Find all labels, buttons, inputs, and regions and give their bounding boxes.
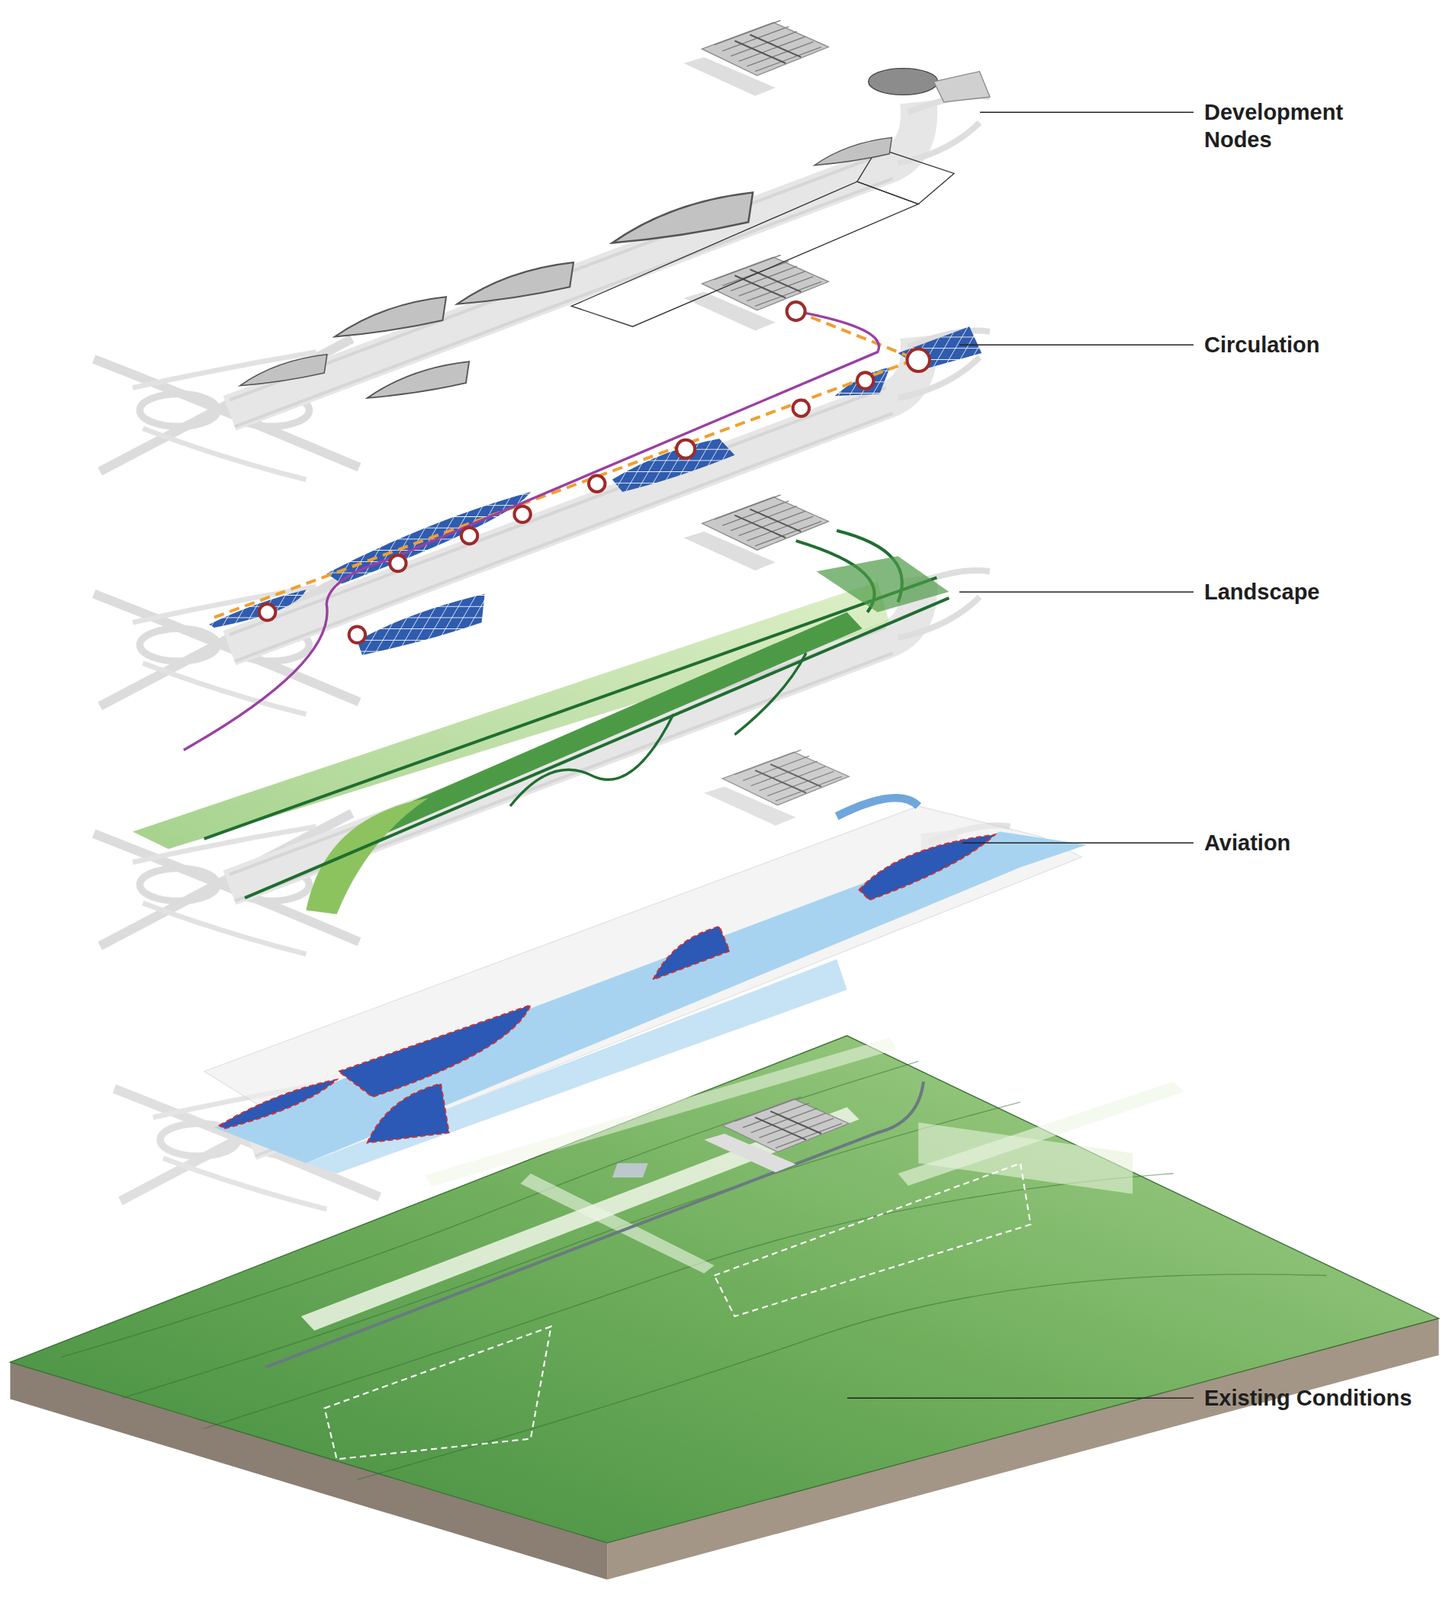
leader-line — [847, 1397, 1194, 1399]
layer-label: Development Nodes — [1204, 98, 1388, 155]
layer-label: Existing Conditions — [1204, 1384, 1412, 1412]
layer-label: Aviation — [1204, 828, 1291, 857]
leader-line — [962, 841, 1194, 844]
leader-line — [979, 111, 1194, 113]
leader-line — [959, 343, 1194, 346]
layer-label: Circulation — [1204, 330, 1320, 359]
leader-line — [959, 591, 1194, 593]
layer-label: Landscape — [1204, 578, 1321, 606]
